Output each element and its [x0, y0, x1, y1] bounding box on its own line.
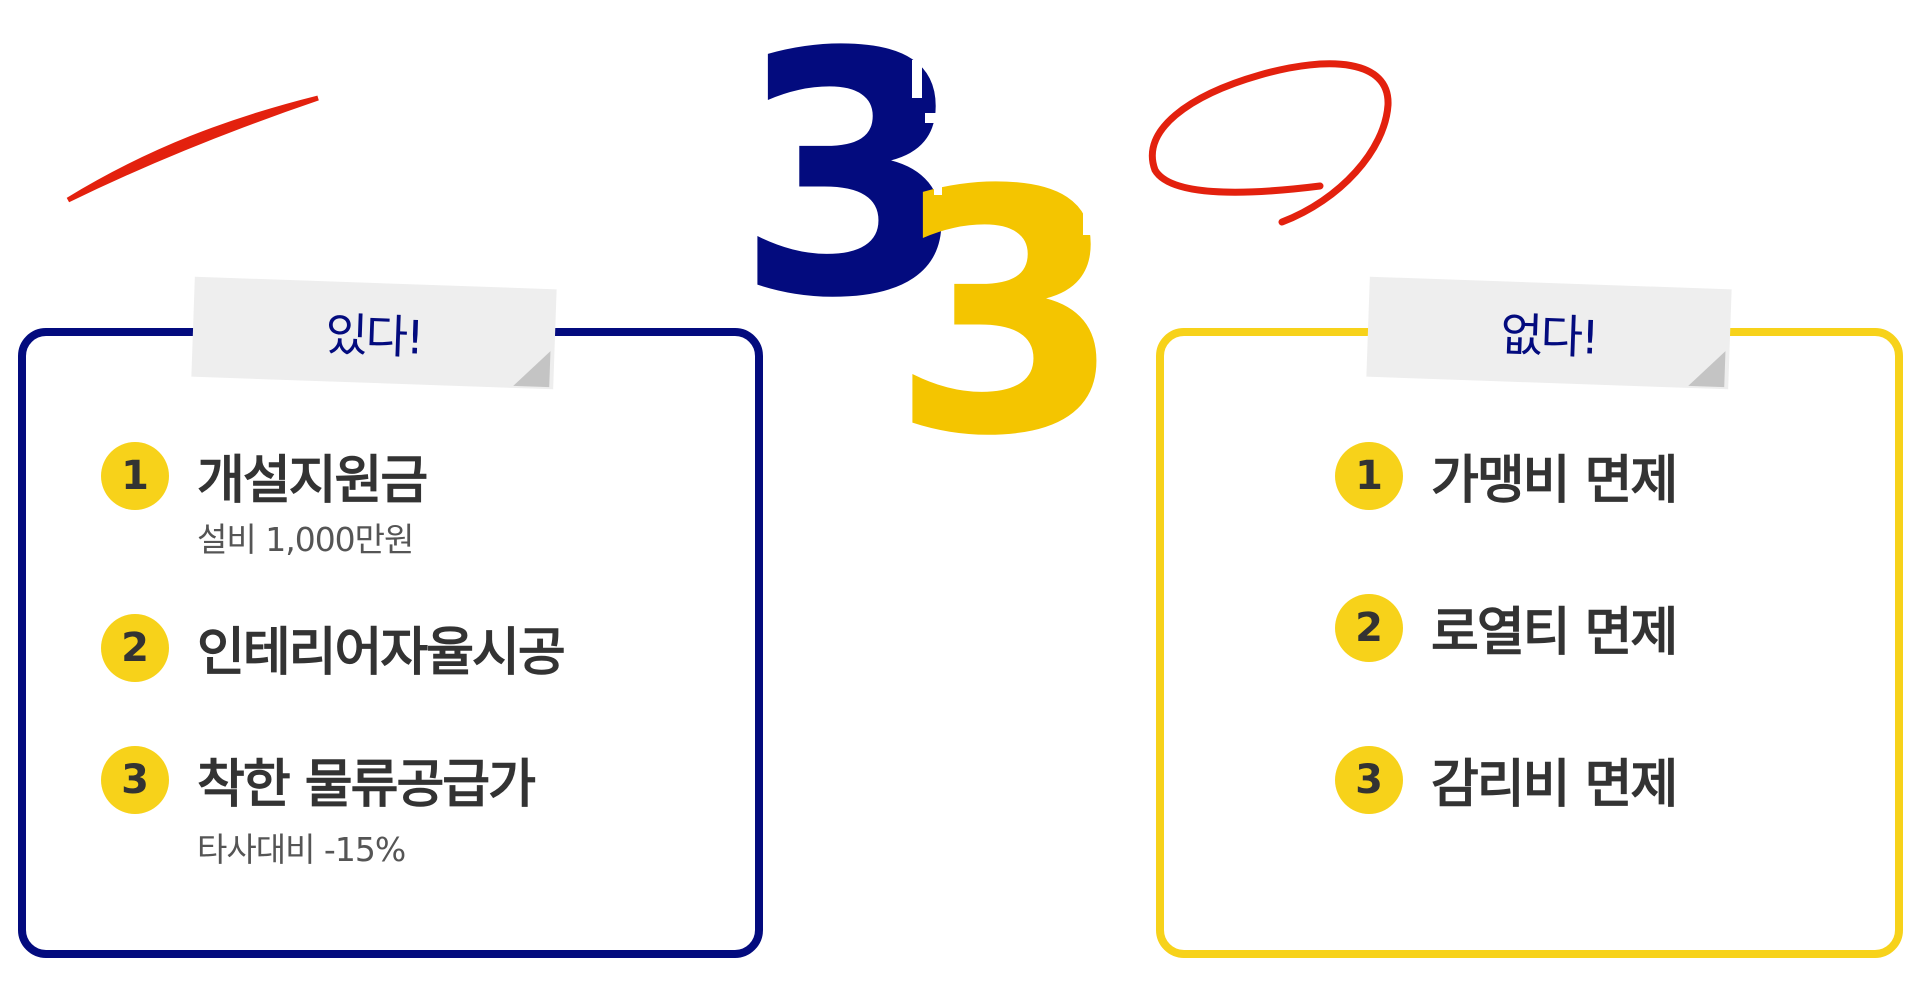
glyph-bar-2 — [925, 113, 985, 123]
number-badge: 3 — [1335, 745, 1403, 814]
exemptions-tab-label: 없다! — [1499, 307, 1599, 365]
benefits-tab-label: 있다! — [324, 307, 424, 365]
glyph-bar-5 — [1095, 210, 1113, 218]
number-badge: 2 — [101, 613, 169, 682]
benefit-subtitle: 설비 1,000만원 — [197, 520, 414, 559]
glyph-bar-1 — [912, 60, 922, 98]
red-brush-circle-right — [1148, 60, 1392, 226]
benefit-item-2: 2 인테리어자율시공 — [101, 610, 566, 685]
benefit-subtitle: 타사대비 -15% — [197, 830, 406, 869]
hero-number-navy: 3 — [735, 0, 968, 372]
exemptions-card — [1156, 328, 1903, 958]
benefit-title: 개설지원금 — [197, 451, 428, 511]
glyph-bar-3 — [934, 155, 942, 195]
benefits-tab: 있다! — [191, 276, 557, 390]
benefit-title: 인테리어자율시공 — [197, 623, 566, 683]
exemption-item-1: 1 가맹비 면제 — [1335, 438, 1678, 513]
tab-fold-corner — [1688, 349, 1726, 388]
number-badge: 1 — [1335, 441, 1403, 510]
exemption-item-3: 3 감리비 면제 — [1335, 742, 1678, 817]
number-badge: 2 — [1335, 593, 1403, 662]
benefit-title: 착한 물류공급가 — [197, 755, 536, 815]
number-badge: 1 — [101, 441, 169, 510]
number-badge: 3 — [101, 745, 169, 814]
benefit-item-3: 3 착한 물류공급가 — [101, 742, 536, 817]
tab-fold-corner — [513, 349, 551, 388]
exemption-title: 감리비 면제 — [1431, 755, 1678, 815]
exemption-title: 로열티 면제 — [1431, 603, 1678, 663]
benefit-item-1: 1 개설지원금 — [101, 438, 428, 513]
glyph-bar-4 — [1083, 195, 1091, 235]
exemption-title: 가맹비 면제 — [1431, 451, 1678, 511]
exemptions-tab: 없다! — [1366, 276, 1732, 390]
red-brush-stroke-left — [66, 95, 319, 203]
exemption-item-2: 2 로열티 면제 — [1335, 590, 1678, 665]
